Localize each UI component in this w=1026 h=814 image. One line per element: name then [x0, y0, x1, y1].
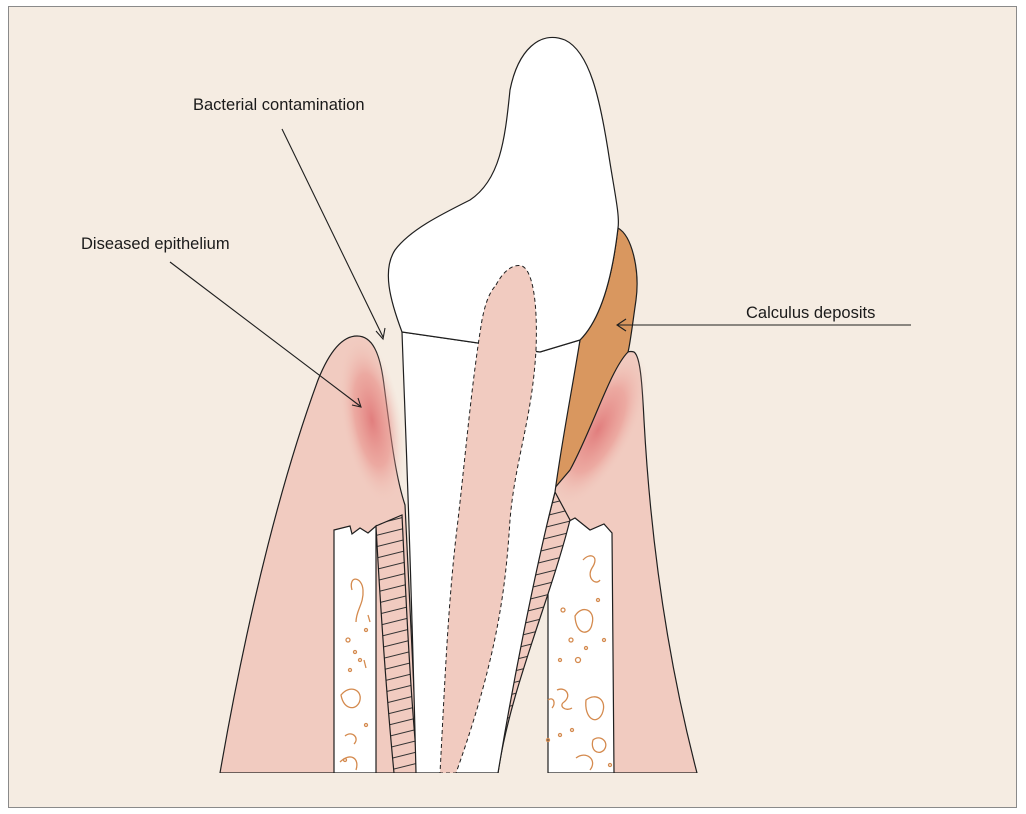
calculus-deposits-label: Calculus deposits [746, 304, 875, 322]
epithelium-pointer [170, 262, 361, 407]
bacterial-pointer [282, 129, 385, 339]
bacterial-contamination-label: Bacterial contamination [193, 96, 365, 114]
diseased-epithelium-label: Diseased epithelium [81, 235, 230, 253]
